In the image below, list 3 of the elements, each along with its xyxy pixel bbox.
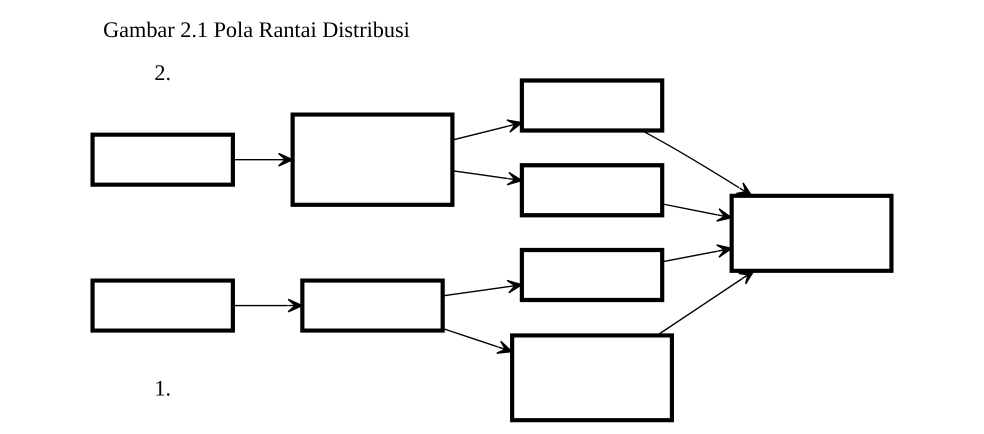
diagram-title: Gambar 2.1 Pola Rantai Distribusi bbox=[103, 17, 410, 42]
label: 2. bbox=[154, 60, 172, 86]
label: 1. bbox=[154, 376, 172, 401]
